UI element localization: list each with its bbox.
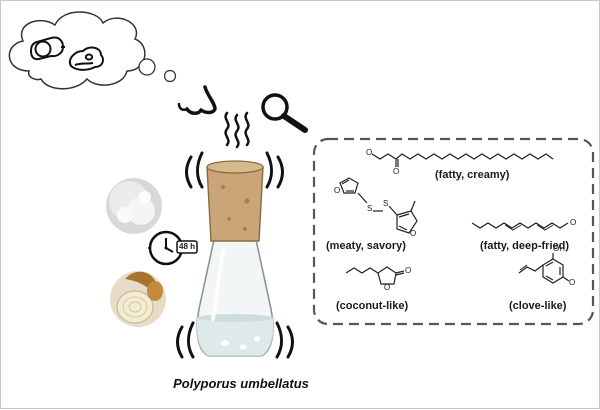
thought-dot-large	[138, 58, 156, 76]
ester-oxygen-label: O	[366, 148, 373, 157]
aroma-label-coconut-like: (coconut-like)	[336, 300, 409, 312]
flask-liquid	[196, 316, 274, 357]
clock-icon	[148, 230, 198, 266]
sulfur-label-1: S	[367, 204, 373, 213]
aroma-label-fatty-deep-fried: (fatty, deep-fried)	[480, 240, 570, 252]
compounds-box	[312, 137, 595, 326]
aroma-label-meaty-savory: (meaty, savory)	[326, 240, 406, 252]
organism-caption: Polyporus umbellatus	[173, 376, 309, 391]
sugar-image	[106, 178, 162, 234]
shake-marks-top	[185, 151, 284, 189]
sausage-icon	[29, 36, 65, 61]
lactone-ring-oxygen-label: O	[384, 283, 391, 292]
methoxy-oxygen-label: O	[569, 278, 576, 287]
aroma-label-clove-like: (clove-like)	[509, 300, 567, 312]
aroma-label-fatty-creamy: (fatty, creamy)	[435, 169, 510, 181]
mycelium-pellet	[239, 344, 247, 350]
hydroxyl-label: OH	[553, 244, 565, 253]
magnifier-icon	[261, 93, 308, 133]
onion-image	[110, 271, 166, 327]
odor-waves	[224, 111, 250, 149]
thought-dot-small	[163, 69, 177, 83]
ester-carbonyl-label: O	[393, 167, 400, 176]
furan-oxygen-label-1: O	[334, 186, 341, 195]
steak-icon	[69, 46, 104, 71]
lactone-carbonyl-label: O	[405, 266, 412, 275]
shake-marks-bottom	[176, 321, 294, 359]
timer-label: 48 h	[179, 242, 196, 251]
thought-bubble	[8, 11, 177, 90]
ester-structure	[371, 153, 554, 167]
eugenol-structure	[518, 253, 570, 284]
timer-badge	[176, 240, 198, 254]
sulfur-label-2: S	[383, 199, 389, 208]
decadienal-structure	[471, 222, 569, 231]
flask-glare	[211, 249, 225, 321]
nose-icon	[185, 85, 217, 115]
liquid-surface	[197, 314, 273, 322]
mycelium-pellet	[221, 340, 229, 346]
aldehyde-oxygen-label: O	[570, 218, 577, 227]
lactone-structure	[345, 266, 405, 285]
disulfide-structure	[339, 177, 418, 234]
furan-oxygen-label-2: O	[410, 229, 417, 238]
cork-stopper	[206, 160, 264, 242]
mycelium-pellet	[254, 336, 260, 342]
nostril-stroke	[177, 102, 189, 112]
